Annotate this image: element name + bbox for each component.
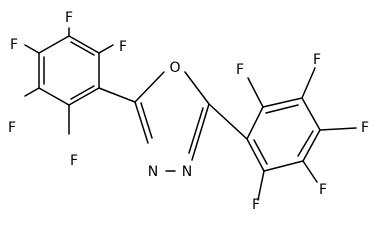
bond: [68, 35, 100, 54]
bond: [191, 103, 210, 161]
atom-label-oxygen: O: [169, 60, 180, 76]
atom-labels: O N N F F F F F F F F F F: [8, 10, 369, 213]
bond: [68, 87, 100, 106]
bond: [140, 102, 153, 139]
left-cf-bonds: [24, 27, 114, 135]
atom-label-fluorine: F: [8, 120, 16, 136]
left-pentafluorophenyl-ring: [38, 35, 100, 106]
bond: [134, 101, 149, 144]
bond: [262, 97, 303, 108]
atom-label-nitrogen: N: [182, 164, 192, 180]
bond: [98, 87, 136, 103]
atom-label-fluorine: F: [252, 197, 260, 213]
atom-label-fluorine: F: [10, 37, 18, 53]
bond: [302, 129, 321, 162]
molecule-structure-diagram: O N N F F F F F F F F F F: [8, 10, 369, 213]
bond: [246, 106, 264, 140]
double-bond-inner: [297, 130, 314, 157]
double-bond-inner: [253, 139, 268, 165]
atom-label-nitrogen: N: [148, 164, 158, 180]
double-bond-inner: [70, 41, 95, 56]
bond: [188, 107, 204, 154]
atom-label-fluorine: F: [319, 182, 327, 198]
bond: [38, 35, 70, 54]
bond: [134, 71, 165, 103]
bond: [24, 87, 40, 97]
right-pentafluorophenyl-ring: [246, 97, 321, 172]
atom-label-fluorine: F: [65, 10, 73, 26]
bond: [319, 127, 357, 131]
right-cf-bonds: [247, 67, 357, 201]
bond: [98, 44, 114, 54]
double-bond-inner: [265, 104, 299, 114]
double-bond-inner: [70, 85, 95, 100]
atom-label-fluorine: F: [313, 52, 321, 68]
bond: [184, 71, 210, 105]
oxadiazole-ring: [98, 71, 248, 172]
bond: [38, 87, 70, 106]
bond: [208, 103, 248, 140]
atom-label-fluorine: F: [361, 120, 369, 136]
atom-label-fluorine: F: [70, 153, 78, 169]
atom-label-fluorine: F: [236, 62, 244, 78]
bond: [263, 160, 304, 172]
bond: [302, 160, 318, 183]
bond: [247, 77, 264, 108]
bond: [257, 170, 265, 201]
bond: [24, 44, 40, 54]
bond: [301, 67, 316, 99]
bond: [301, 97, 321, 131]
bond: [246, 138, 265, 172]
atom-label-fluorine: F: [119, 39, 127, 55]
